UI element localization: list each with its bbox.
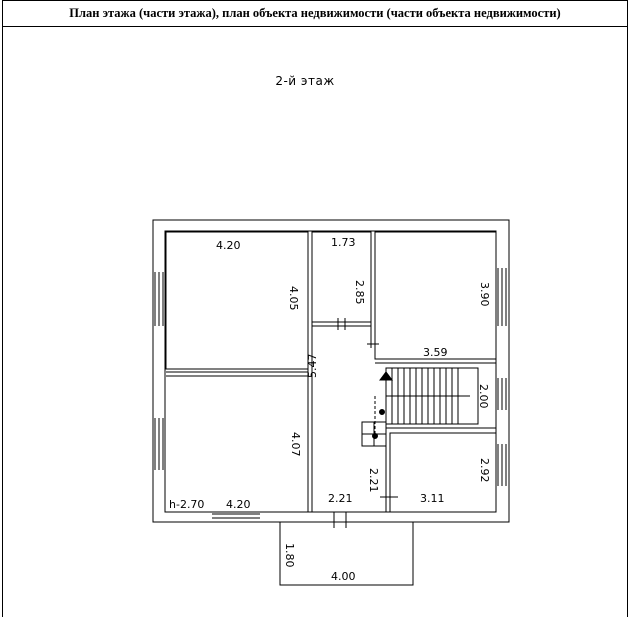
dim-corridor-height: 5.47 bbox=[306, 354, 319, 379]
dim-bottom-right-width: 3.11 bbox=[420, 492, 445, 505]
dim-bottom-left-height: 4.07 bbox=[289, 432, 302, 457]
dim-hall-lower-width: 2.21 bbox=[328, 492, 353, 505]
dim-top-left-height: 4.05 bbox=[287, 286, 300, 311]
dim-hall-lower-height: 2.21 bbox=[367, 468, 380, 493]
dim-top-mid-height: 2.85 bbox=[353, 280, 366, 305]
staircase bbox=[379, 367, 479, 425]
room-top-right bbox=[374, 231, 497, 360]
dim-top-right-width: 3.59 bbox=[423, 346, 448, 359]
dim-top-mid-width: 1.73 bbox=[331, 236, 356, 249]
ceiling-height: h-2.70 bbox=[169, 498, 204, 511]
room-bottom-right bbox=[389, 432, 497, 513]
window-left-bottom bbox=[154, 418, 164, 470]
dim-top-left-width: 4.20 bbox=[216, 239, 241, 252]
page-title: План этажа (части этажа), план объекта н… bbox=[69, 6, 561, 20]
dim-bottom-right-height: 2.92 bbox=[478, 458, 491, 483]
dim-balcony-depth: 1.80 bbox=[283, 543, 296, 568]
dim-balcony-width: 4.00 bbox=[331, 570, 356, 583]
dim-bottom-left-width: 4.20 bbox=[226, 498, 251, 511]
inner-wall bbox=[164, 230, 497, 513]
window-left-top bbox=[154, 272, 164, 326]
window-right-middle bbox=[497, 378, 507, 410]
floor-label: 2-й этаж bbox=[275, 74, 335, 88]
dim-top-right-height: 3.90 bbox=[478, 282, 491, 307]
window-right-bottom bbox=[497, 444, 507, 486]
dim-stair-height: 2.00 bbox=[477, 384, 490, 409]
window-right-top bbox=[497, 268, 507, 326]
room-top-left bbox=[165, 231, 309, 370]
window-bottom bbox=[212, 513, 260, 523]
outer-wall bbox=[152, 219, 510, 523]
balcony bbox=[279, 522, 414, 586]
header-bar: План этажа (части этажа), план объекта н… bbox=[2, 0, 628, 27]
